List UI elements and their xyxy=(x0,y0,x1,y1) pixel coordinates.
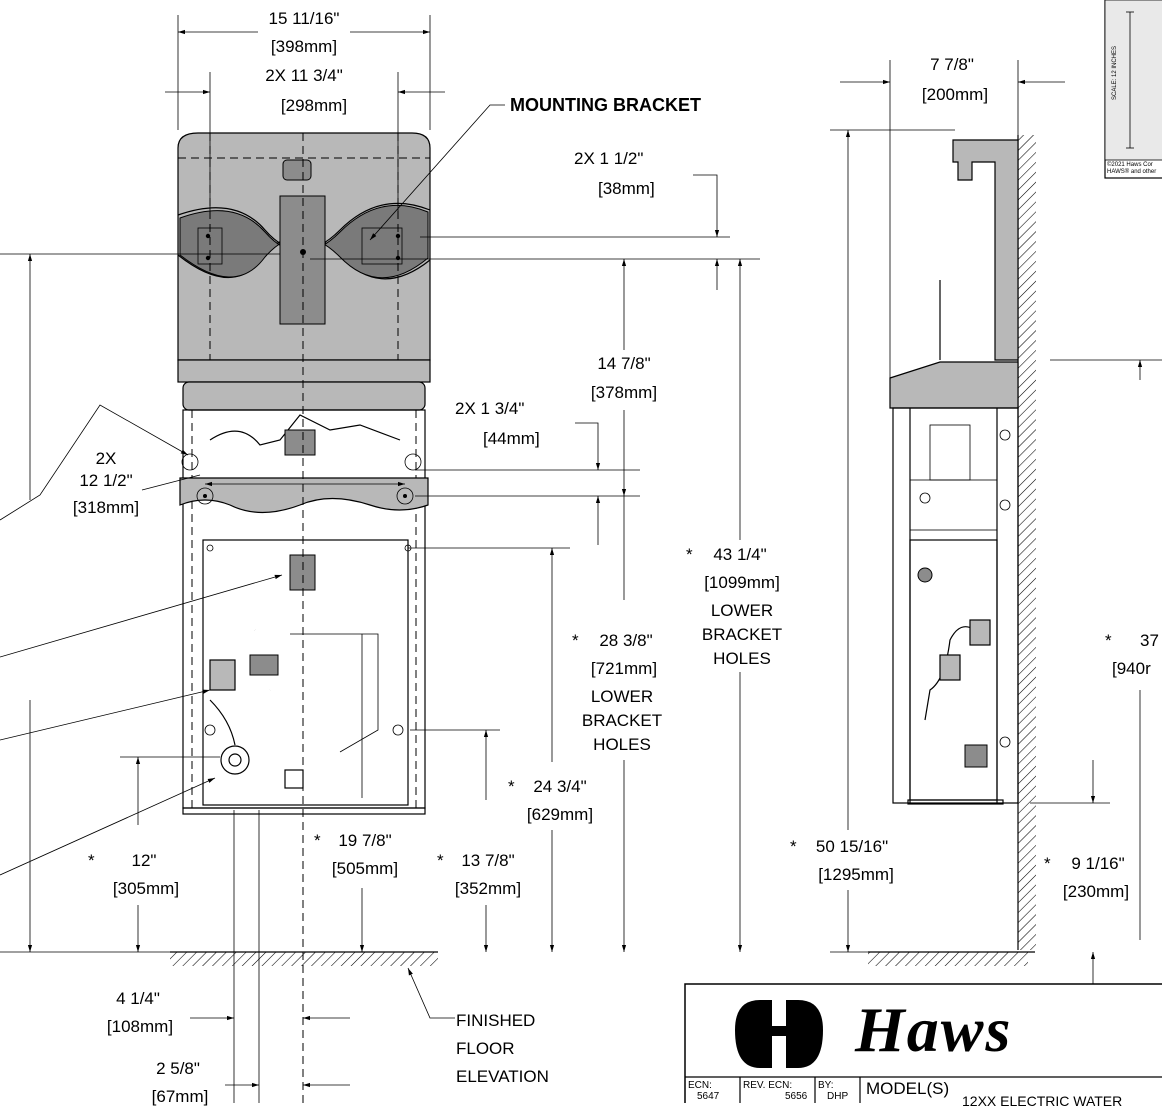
dim-9-star: * xyxy=(1044,854,1051,873)
floor-label-3: ELEVATION xyxy=(456,1067,549,1086)
upper-to-lower-mm: [378mm] xyxy=(590,383,658,402)
dim-13: 13 7/8" xyxy=(461,851,515,870)
bracket-holes-width: 2X 11 3/4" xyxy=(265,66,343,85)
bracket-plate-left xyxy=(197,227,223,265)
lower-holes-width-mm: [318mm] xyxy=(72,498,140,517)
lower-holes-height-note-1: LOWER xyxy=(590,687,654,706)
dim-12-mm: [305mm] xyxy=(112,879,180,898)
dim-19-mm: [505mm] xyxy=(331,859,399,878)
side-cabinet xyxy=(892,407,1019,804)
dim-24: 24 3/4" xyxy=(533,777,587,796)
dim-2: 2 5/8" xyxy=(156,1059,200,1078)
lower-bracket xyxy=(179,477,429,514)
rev-ecn-value: 5656 xyxy=(785,1091,808,1102)
basin-lower xyxy=(182,381,426,411)
dim-2-mm: [67mm] xyxy=(151,1087,209,1106)
dim-37: 37 xyxy=(1140,631,1159,650)
dim-9-mm: [230mm] xyxy=(1062,882,1130,901)
lower-holes-width-dim: 12 1/2" xyxy=(79,471,133,490)
lower-bracket-height-note-2: BRACKET xyxy=(701,625,783,644)
front-unit xyxy=(177,132,431,1103)
basin xyxy=(177,359,431,383)
dim-4-mm: [108mm] xyxy=(106,1017,174,1036)
side-depth: 7 7/8" xyxy=(930,55,974,74)
overall-height-mm: [1295mm] xyxy=(818,865,894,884)
lower-bracket-offset-dim: 2X 1 3/4" xyxy=(455,399,525,418)
lower-bracket-offset-mm: [44mm] xyxy=(483,429,540,448)
dim-12-star: * xyxy=(88,851,95,870)
copyright-2: HAWS® and other xyxy=(1107,169,1157,175)
upper-to-lower-dim: 14 7/8" xyxy=(597,354,651,373)
side-basin xyxy=(889,361,1019,409)
lower-holes-height-note-2: BRACKET xyxy=(581,711,663,730)
front-dimensions xyxy=(0,15,760,1103)
dim-24-mm: [629mm] xyxy=(526,805,594,824)
bracket-offset-mm: [38mm] xyxy=(598,179,655,198)
lower-bracket-height-mm: [1099mm] xyxy=(704,573,780,592)
rev-ecn-label: REV. ECN: xyxy=(743,1080,793,1091)
lower-bracket-height-note-1: LOWER xyxy=(710,601,774,620)
dim-19-star: * xyxy=(314,831,321,850)
dim-9: 9 1/16" xyxy=(1071,854,1125,873)
cabinet-body xyxy=(182,409,426,809)
lower-bracket-height-note-3: HOLES xyxy=(713,649,771,668)
floor-hatch-side xyxy=(868,952,1028,966)
copyright-1: ©2021 Haws Cor xyxy=(1107,162,1153,168)
floor-hatch-front xyxy=(170,952,438,966)
dim-24-star: * xyxy=(508,777,515,796)
bracket-offset-dim: 2X 1 1/2" xyxy=(574,149,644,168)
scale-text: SCALE: 12 INCHES xyxy=(1112,45,1118,100)
model-desc: 12XX ELECTRIC WATER xyxy=(962,1093,1123,1109)
ecn-value: 5647 xyxy=(697,1091,720,1102)
lower-holes-height-mm: [721mm] xyxy=(590,659,658,678)
side-unit xyxy=(889,135,1036,950)
side-filler xyxy=(952,139,1019,361)
lower-holes-height-star: * xyxy=(572,631,579,650)
floor-label-2: FLOOR xyxy=(456,1039,515,1058)
lower-holes-height-dim: 28 3/8" xyxy=(599,631,653,650)
haws-brand: Haws xyxy=(855,994,1013,1065)
ecn-label: ECN: xyxy=(688,1080,712,1091)
chiller-tank xyxy=(202,539,409,806)
bracket-holes-width-mm: [298mm] xyxy=(280,96,348,115)
dim-19: 19 7/8" xyxy=(338,831,392,850)
dim-37-star: * xyxy=(1105,631,1112,650)
wall-hatch xyxy=(1018,135,1036,950)
overall-height-star: * xyxy=(790,837,797,856)
side-dimensions xyxy=(830,60,1162,990)
lower-holes-width-prefix: 2X xyxy=(95,449,117,468)
overall-width-dim: 15 11/16" xyxy=(268,9,340,28)
bracket-plate-right xyxy=(361,227,403,265)
lower-bracket-height-dim: 43 1/4" xyxy=(713,545,767,564)
by-label: BY: xyxy=(818,1080,834,1091)
lower-holes-height-note-3: HOLES xyxy=(593,735,651,754)
side-depth-mm: [200mm] xyxy=(921,85,989,104)
dim-4: 4 1/4" xyxy=(116,989,160,1008)
overall-height: 50 15/16" xyxy=(815,837,889,856)
dim-37-mm: [940r xyxy=(1112,659,1151,678)
overall-width-mm: [398mm] xyxy=(270,37,338,56)
models-label: MODEL(S) xyxy=(866,1079,950,1098)
mounting-bracket-label: MOUNTING BRACKET xyxy=(510,95,701,115)
by-value: DHP xyxy=(827,1091,849,1102)
solenoid xyxy=(289,554,316,591)
sensor-window xyxy=(282,159,312,181)
floor-label-1: FINISHED xyxy=(456,1011,536,1030)
lower-bracket-height-star: * xyxy=(686,545,693,564)
dim-12: 12" xyxy=(131,851,157,870)
haws-logo-mark xyxy=(735,1000,823,1068)
dim-13-mm: [352mm] xyxy=(454,879,522,898)
dim-13-star: * xyxy=(437,851,444,870)
